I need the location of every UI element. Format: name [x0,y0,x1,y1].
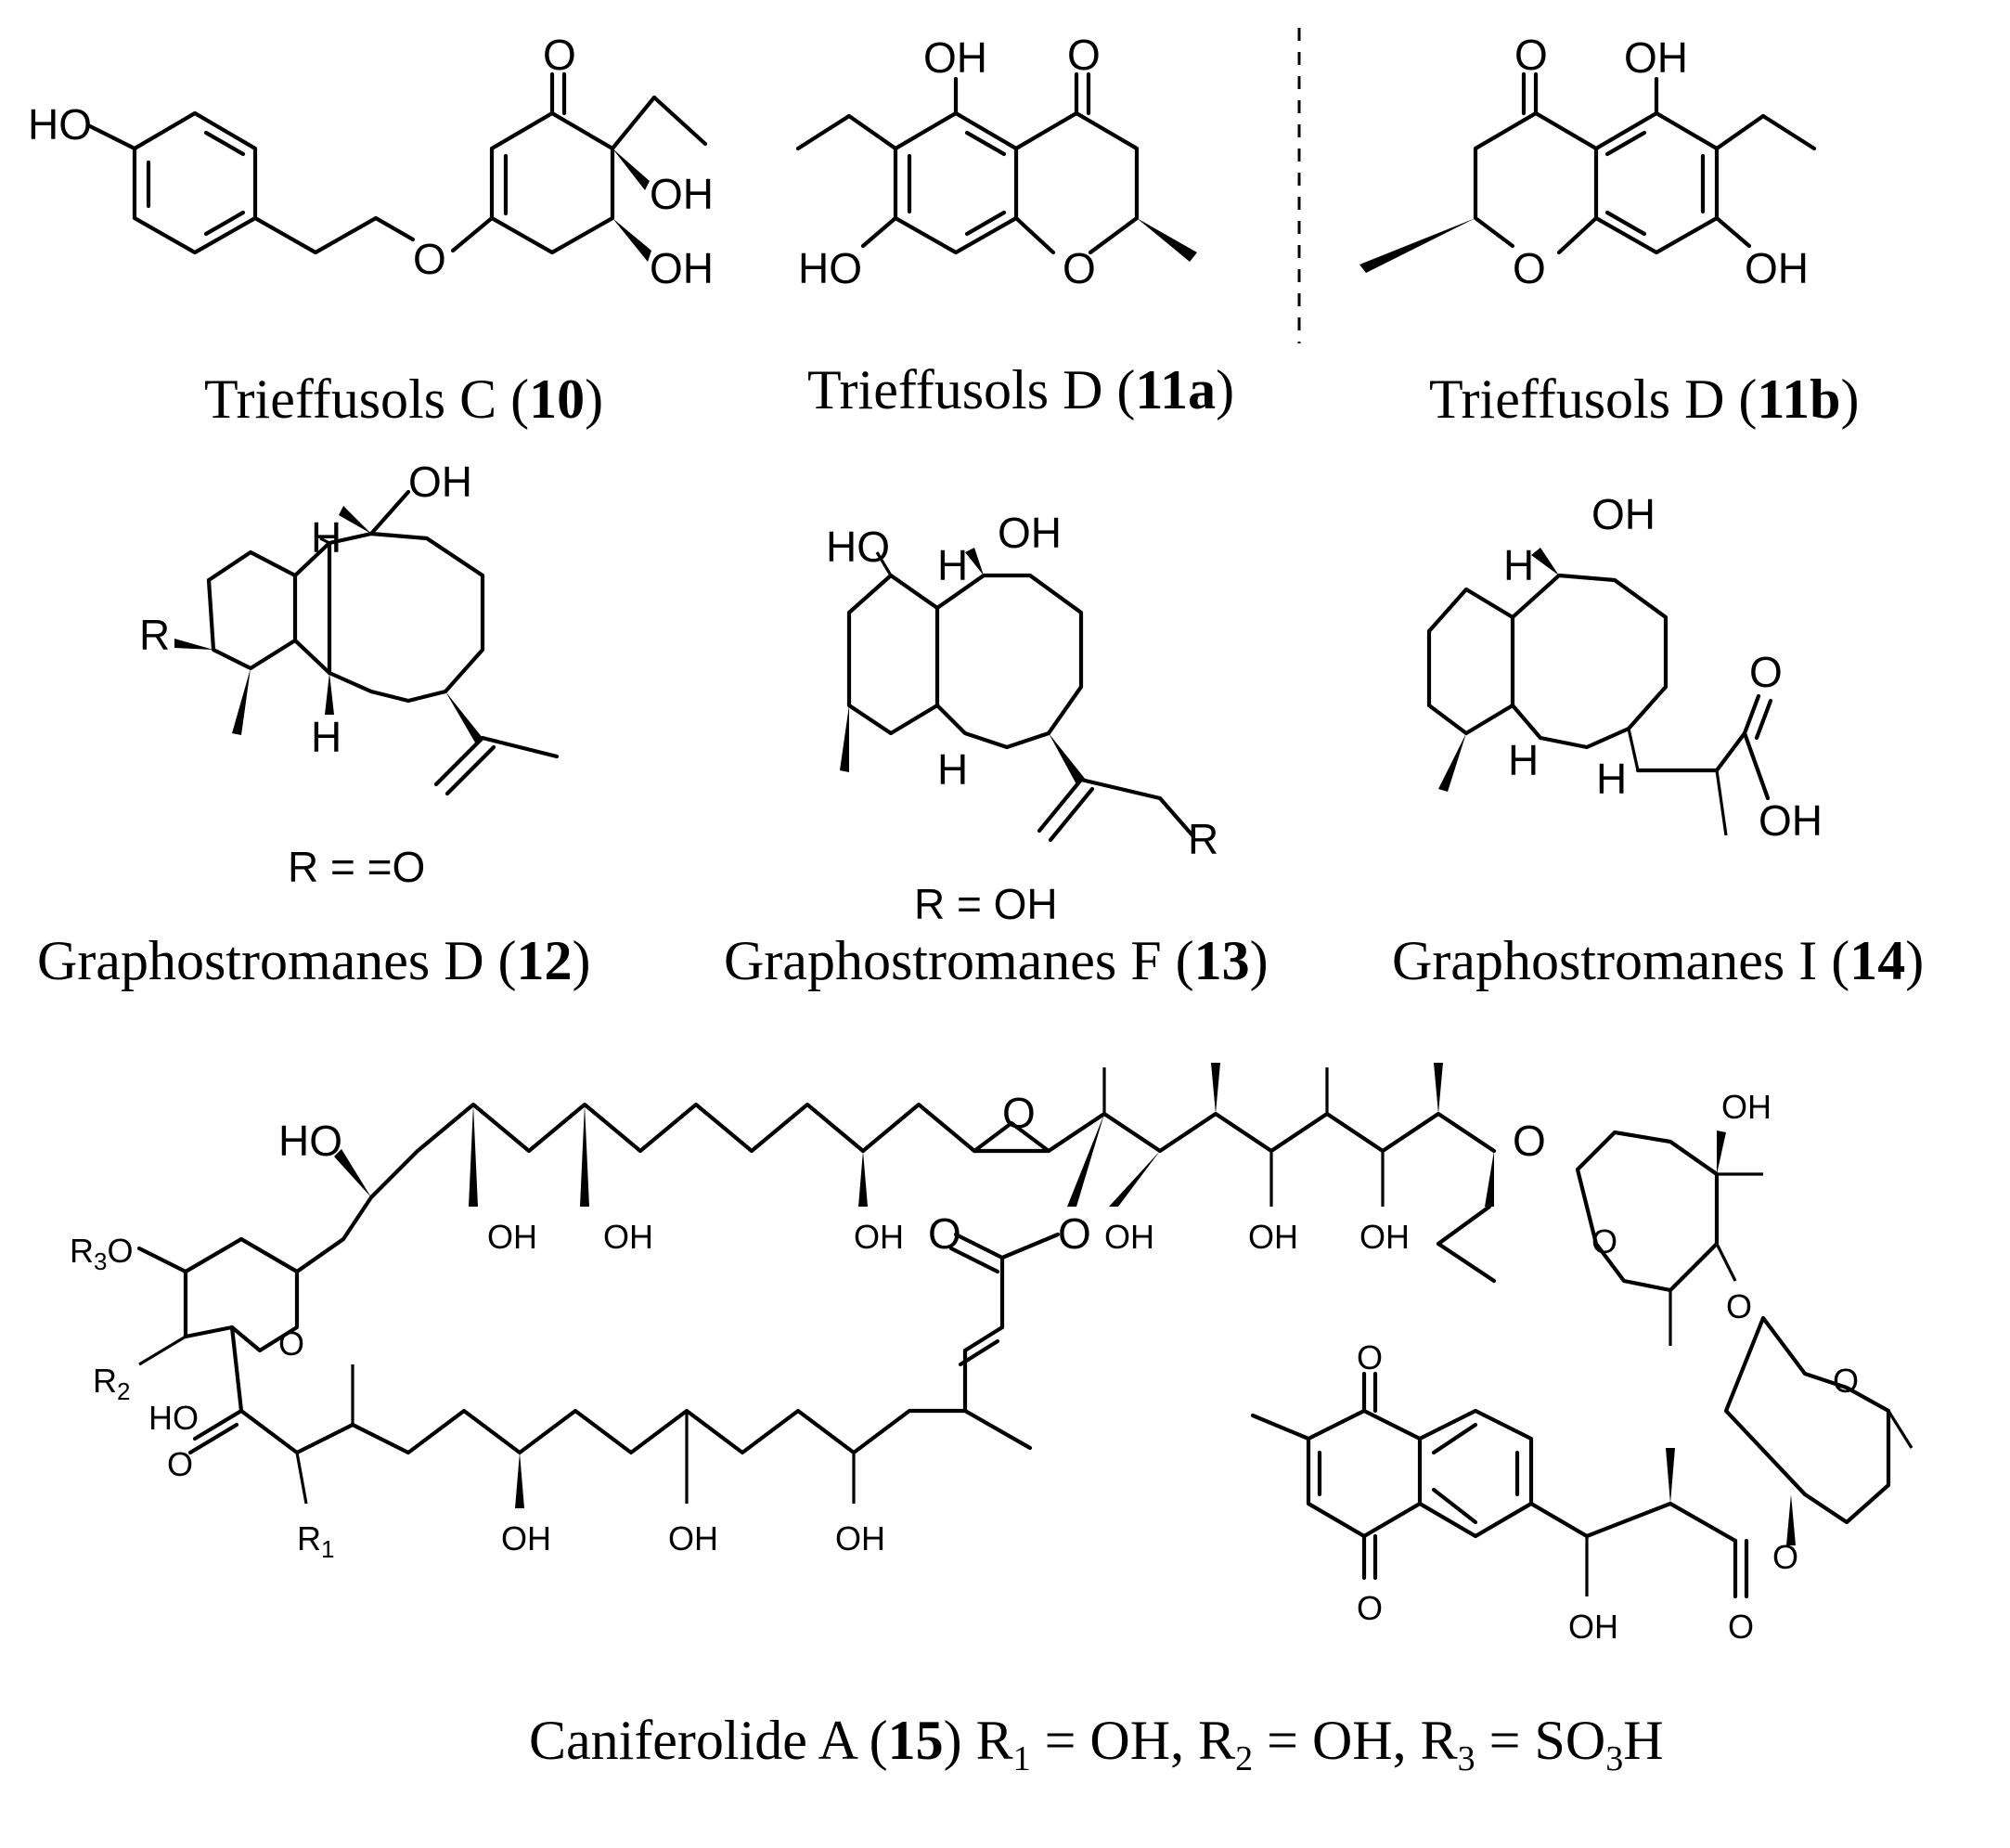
atom-label-ho: HO [826,523,890,571]
atom-label-r: R [139,611,170,659]
atom-label-oh: OH [1248,1218,1298,1256]
atom-label-r2: R2 [93,1362,130,1405]
atom-label-h: H [1596,755,1627,803]
atom-label-oh: OH [1624,33,1688,82]
atom-label-oh: OH [854,1218,904,1256]
atom-label-oh: OH [835,1519,885,1557]
caption-compound-11b: Trieffusols D (11b) [1429,368,1859,430]
atom-label-o: O [1728,1608,1754,1646]
atom-label-o: O [543,31,576,79]
atom-label-o: O [928,1209,961,1258]
atom-label-oh: OH [1745,244,1809,292]
atom-label-oh: OH [650,244,714,292]
atom-label-o: O [1833,1362,1859,1400]
structure-trieffusol-d-11a: OH HO O O [795,31,1197,292]
atom-label-r1: R1 [297,1519,334,1563]
caption-compound-13: Graphostromanes F (13) [724,930,1269,991]
caption-compound-11a: Trieffusols D (11a) [807,359,1234,420]
caption-compound-14: Graphostromanes I (14) [1392,930,1924,991]
r-definition-13: R = OH [914,880,1058,928]
atom-label-o: O [1772,1538,1798,1576]
atom-label-o: O [1357,1589,1383,1627]
atom-label-oh: OH [650,170,714,218]
atom-label-h: H [1508,736,1539,784]
atom-label-h: H [1503,541,1534,589]
atom-label-r: R [1188,815,1218,863]
r-definition-12: R = =O [288,843,425,891]
atom-label-o: O [1063,244,1096,292]
atom-label-o: O [1749,648,1783,696]
atom-label-oh: OH [998,509,1062,557]
atom-label-oh: OH [1721,1088,1772,1126]
atom-label-o: O [1058,1209,1091,1258]
atom-label-ho: HO [278,1117,342,1165]
atom-label-o: O [1726,1287,1752,1325]
atom-label-oh: OH [487,1218,537,1256]
structure-caniferolide-a: HO OH OH OH O OH OH OH O O O [70,1063,1913,1646]
atom-label-oh: OH [668,1519,718,1557]
caption-compound-15: Caniferolide A (15) R1 = OH, R2 = OH, R3… [529,1710,1664,1778]
atom-label-oh: OH [1568,1608,1618,1646]
atom-label-oh: OH [1104,1218,1154,1256]
atom-label-oh: OH [1759,796,1823,845]
atom-label-oh: OH [408,458,472,506]
atom-label-oh: OH [603,1218,653,1256]
structure-trieffusol-c: HO O O OH OH [28,31,714,292]
atom-label-h: H [311,713,341,761]
atom-label-o: O [1513,244,1546,292]
structure-graphostromane-f: HO H OH H R R = OH [826,509,1218,928]
atom-label-o: O [1357,1338,1383,1376]
structure-graphostromane-i: H OH H H O OH [1426,490,1823,845]
caption-compound-10: Trieffusols C (10) [204,368,603,430]
atom-label-o: O [278,1325,304,1363]
atom-label-o: O [1002,1089,1036,1137]
atom-label-ho: HO [148,1399,199,1437]
atom-label-oh: OH [1359,1218,1410,1256]
atom-label-h: H [937,745,968,794]
atom-label-o: O [1591,1222,1617,1260]
atom-label-ho: HO [28,100,92,149]
atom-label-o: O [1067,31,1101,79]
atom-label-o: O [413,235,446,283]
atom-label-h: H [311,513,341,562]
atom-label-o: O [1514,31,1548,79]
caption-compound-12: Graphostromanes D (12) [37,930,591,991]
atom-label-o: O [167,1445,193,1483]
atom-label-ho: HO [798,244,862,292]
atom-label-r3o: R3O [70,1232,133,1275]
atom-label-oh: OH [923,33,987,82]
structure-graphostromane-d: R H H OH R = =O [139,458,560,891]
atom-label-o: O [1513,1117,1546,1165]
atom-label-oh: OH [1591,490,1656,538]
structure-trieffusol-d-11b: OH OH O O [1359,31,1817,292]
atom-label-h: H [937,541,968,589]
atom-label-oh: OH [501,1519,551,1557]
